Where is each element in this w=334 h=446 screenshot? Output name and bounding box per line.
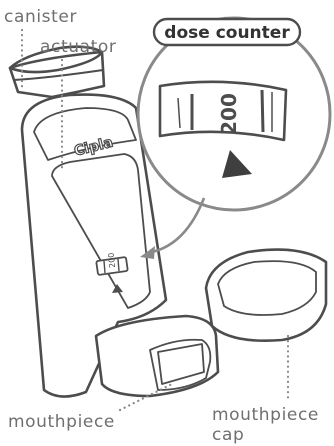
canister-label: canister [4,7,77,27]
zoom-callout: 200 [138,18,330,210]
mouthpiece-cap-label-line1: mouthpiece [212,405,319,425]
mouthpiece [96,316,218,396]
mouthpiece-cap [206,250,326,341]
callout-arrow [152,198,204,252]
mouthpiece-cap-label-line2: cap [212,425,244,445]
svg-text:200: 200 [107,252,118,268]
dose-counter-label-text: dose counter [164,23,290,43]
dose-counter-label: dose counter [154,19,300,45]
mouthpiece-label: mouthpiece [8,412,115,432]
actuator-label: actuator [40,37,116,57]
dose-counter-value: 200 [217,93,241,135]
